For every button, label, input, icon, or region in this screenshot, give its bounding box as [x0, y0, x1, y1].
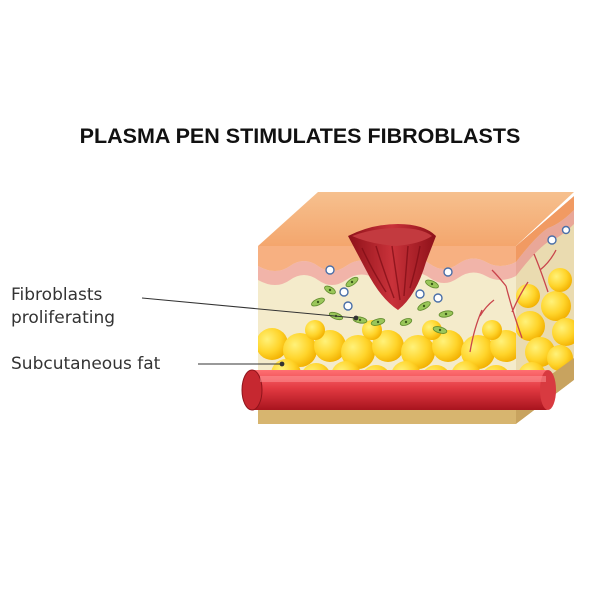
fibroblasts-leader-dot: [353, 315, 359, 321]
fibroblasts-label-line2: proliferating: [11, 308, 116, 328]
subcutaneous-fat-label: Subcutaneous fat: [11, 354, 161, 374]
immune-cells: [325, 225, 571, 311]
fat-cells-side: [516, 268, 574, 390]
fibroblasts-label-line1: Fibroblasts: [11, 285, 103, 305]
capillaries: [469, 249, 557, 353]
fibroblasts-label: Fibroblasts proliferating: [11, 284, 115, 330]
blood-vessel: [241, 369, 556, 411]
fat-leader-dot: [279, 361, 285, 367]
treated-skin-wound: [348, 224, 436, 310]
fibroblasts-leader-line: [141, 297, 357, 319]
page-title: PLASMA PEN STIMULATES FIBROBLASTS: [79, 124, 521, 148]
epidermis-top-surface: [258, 192, 574, 246]
